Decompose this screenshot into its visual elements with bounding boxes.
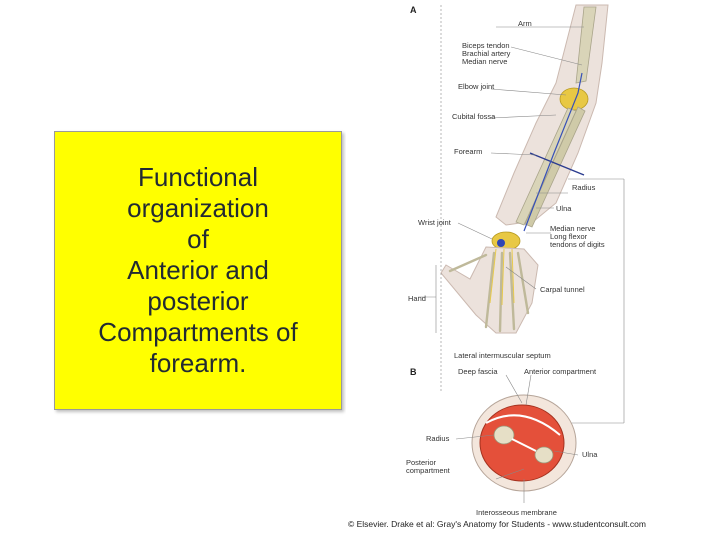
label-compartment: compartment [406,466,451,475]
label-median-nerve-wrist: Median nerve [550,224,595,233]
median-nerve-line [523,72,583,232]
label-forearm: Forearm [454,147,482,156]
title-line: Compartments of [98,317,298,347]
label-posterior: Posterior [406,458,437,467]
forearm-illustration: A B Arm Biceps tendon Brachial artery Me… [406,4,625,517]
label-radius-b: Radius [426,434,450,443]
title-line: of [187,224,209,254]
label-anterior-compartment: Anterior compartment [524,367,597,376]
title-line: Anterior and [127,255,269,285]
label-hand: Hand [408,294,426,303]
slide-title: Functional organization of Anterior and … [98,162,297,379]
finger-bones [448,251,530,333]
copyright-credit: © Elsevier. Drake et al: Gray's Anatomy … [348,519,646,529]
label-deep-fascia: Deep fascia [458,367,498,376]
cross-section-drawing [455,374,579,503]
label-cubital-fossa: Cubital fossa [452,112,496,121]
fascia-septum [485,414,561,436]
label-median-nerve: Median nerve [462,57,507,66]
leader-lines-a [418,5,625,424]
ulna-section [534,446,554,464]
panel-a-label: A [410,5,417,15]
title-line: Functional [138,162,258,192]
humerus-bone [575,6,597,84]
label-ulna-b: Ulna [582,450,598,459]
radius-section [493,425,515,445]
label-radius-a: Radius [572,183,596,192]
label-wrist-joint: Wrist joint [418,218,452,227]
label-arm: Arm [518,19,532,28]
title-line: posterior [147,286,249,316]
ulna-bone [524,106,586,228]
section-line [529,152,585,176]
label-long-flexor: Long flexor [550,232,588,241]
title-line: organization [127,193,269,223]
label-interosseous-membrane: Interosseous membrane [476,508,557,517]
elbow-joint-shape [559,87,589,111]
label-carpal-tunnel: Carpal tunnel [540,285,585,294]
label-biceps-tendon: Biceps tendon [462,41,510,50]
flexor-tendons [489,248,515,306]
label-lateral-septum: Lateral intermuscular septum [454,351,551,360]
label-elbow-joint: Elbow joint [458,82,495,91]
radius-bone [515,107,577,226]
label-flexor-tendons: tendons of digits [550,240,605,249]
carpal-tunnel-dot [497,239,505,247]
title-line: forearm. [149,348,247,378]
leader-lines-b [455,374,579,503]
label-ulna-a: Ulna [556,204,572,213]
interosseous-membrane-shape [511,438,537,452]
title-box: Functional organization of Anterior and … [54,131,342,410]
anatomy-figure: A B Arm Biceps tendon Brachial artery Me… [346,3,682,533]
label-brachial-artery: Brachial artery [462,49,511,58]
panel-b-label: B [410,367,417,377]
